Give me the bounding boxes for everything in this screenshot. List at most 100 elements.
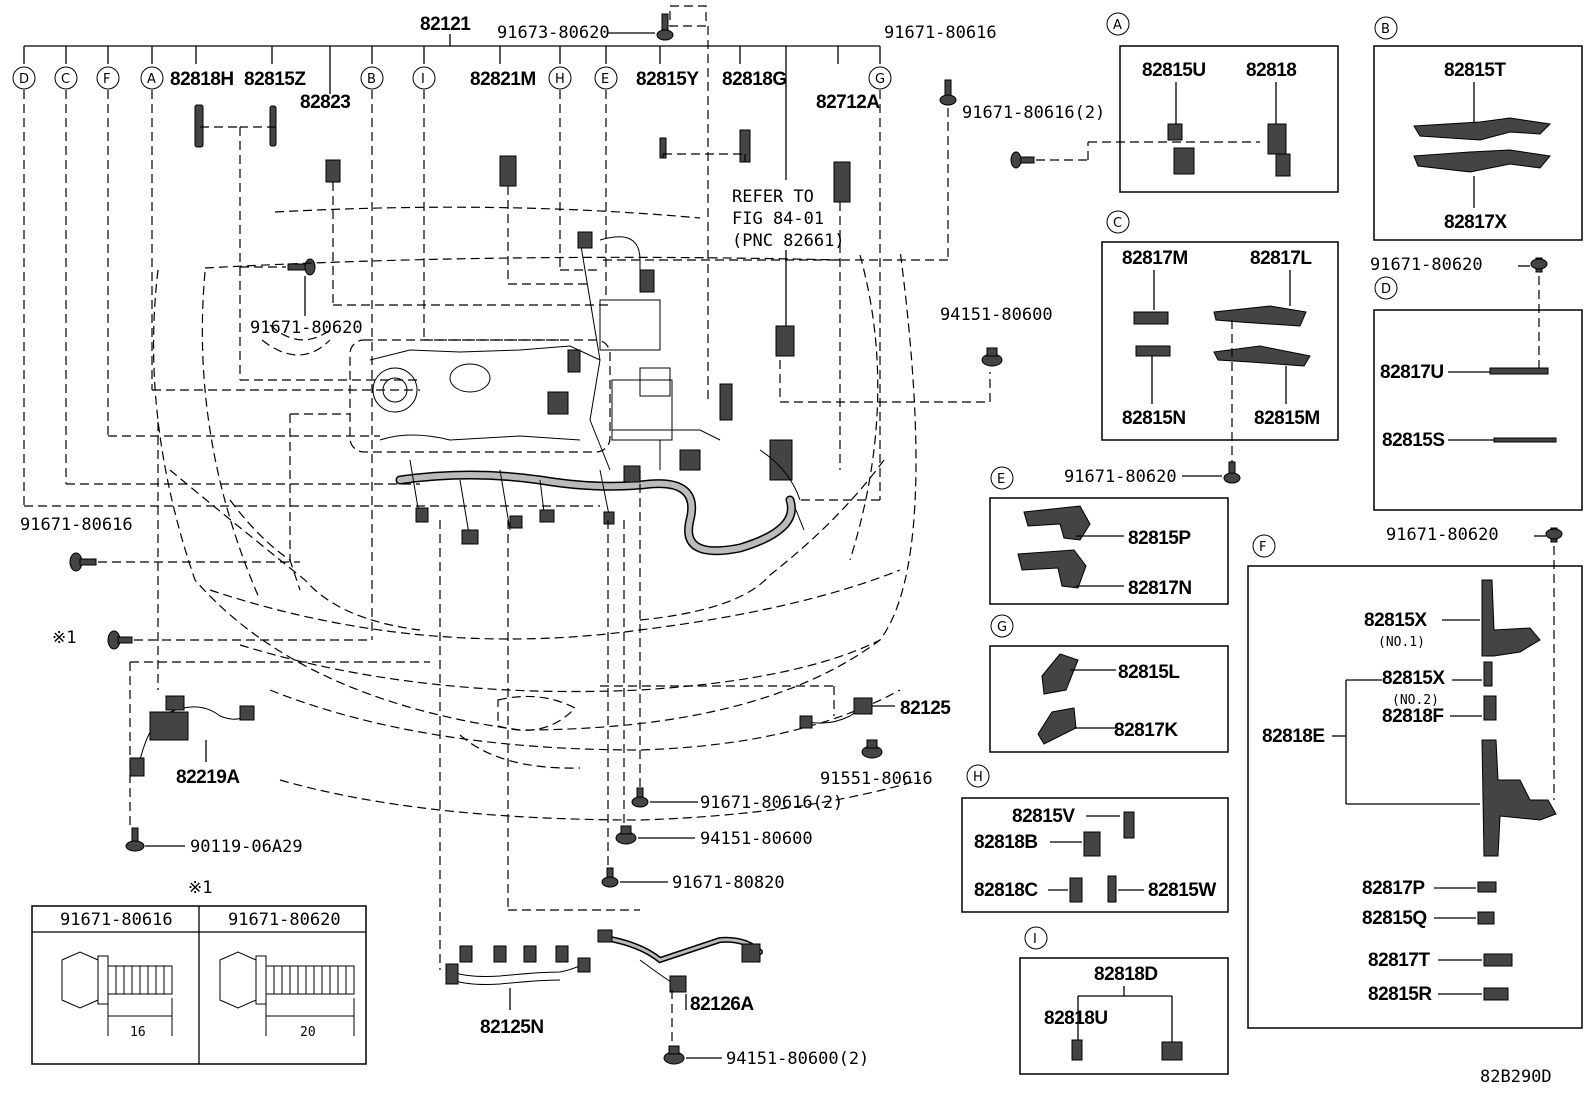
harness-82219A	[129, 695, 255, 777]
callout-i: I	[412, 66, 436, 90]
note-marker: ※1	[52, 628, 76, 648]
callout-c: C	[54, 66, 78, 90]
main-bracket	[23, 34, 881, 180]
svg-text:82815X: 82815X	[1364, 610, 1427, 631]
svg-text:82815R: 82815R	[1368, 984, 1432, 1005]
svg-text:82815P: 82815P	[1128, 528, 1191, 549]
label-82712A: 82712A	[816, 92, 880, 113]
svg-text:H: H	[555, 72, 565, 87]
bolt-icon	[1010, 151, 1035, 169]
label-91671-80616-2-lower: 91671-80616(2)	[700, 793, 843, 813]
bolt-icon	[287, 258, 316, 276]
label-91671-80616-top: 91671-80616	[884, 23, 997, 43]
bolt-icon	[125, 827, 145, 852]
svg-text:82815N: 82815N	[1122, 408, 1186, 429]
callout-e: E	[594, 66, 618, 90]
connector-icon	[499, 155, 517, 187]
bolt-diagram-20	[219, 951, 355, 1036]
bolt-diagram-16	[61, 951, 173, 1036]
detail-A: A 82815U 82818	[1106, 12, 1339, 193]
svg-text:82817M: 82817M	[1122, 248, 1188, 269]
svg-text:I: I	[1033, 932, 1037, 947]
label-82125: 82125	[900, 698, 951, 719]
detail-E: E 82815P 82817N	[989, 466, 1229, 605]
label-82815Z: 82815Z	[244, 69, 306, 90]
svg-text:F: F	[1259, 540, 1266, 555]
bolt-icon	[939, 79, 957, 106]
label-82818G: 82818G	[722, 69, 787, 90]
detail-G: G 82815L 82817K	[989, 614, 1229, 753]
label-94151-80600-lower: 94151-80600	[700, 829, 813, 849]
label-90119-06A29: 90119-06A29	[190, 837, 303, 857]
svg-text:C: C	[61, 72, 70, 87]
svg-text:20: 20	[300, 1025, 316, 1040]
label-82818H: 82818H	[170, 69, 234, 90]
svg-text:82818: 82818	[1246, 60, 1296, 81]
callout-b: B	[360, 66, 384, 90]
bolt-icon	[107, 630, 133, 650]
label-91671-80820: 91671-80820	[672, 873, 785, 893]
svg-text:B: B	[1381, 22, 1390, 37]
svg-text:82818B: 82818B	[974, 832, 1038, 853]
engine-bay	[349, 231, 805, 556]
connector-icon	[833, 161, 851, 203]
callout-d: D	[12, 66, 36, 90]
label-82823: 82823	[300, 92, 350, 113]
svg-text:F: F	[103, 72, 110, 87]
label-82815Y: 82815Y	[636, 69, 699, 90]
nut-icon	[615, 825, 637, 845]
bolt-icon	[656, 13, 674, 41]
svg-text:(NO.2): (NO.2)	[1392, 693, 1439, 708]
svg-text:82817U: 82817U	[1380, 362, 1444, 383]
label-94151-80600-right: 94151-80600	[940, 305, 1053, 325]
nut-icon	[981, 347, 1003, 367]
svg-text:B: B	[367, 72, 376, 87]
label-91671-80620-mid: 91671-80620	[250, 318, 363, 338]
svg-text:82817K: 82817K	[1114, 720, 1178, 741]
refer-note-line3: (PNC 82661)	[732, 231, 845, 251]
label-91551-80616: 91551-80616	[820, 769, 933, 789]
callout-f: F	[96, 66, 120, 90]
figure-ref-code: 82B290D	[1480, 1067, 1552, 1087]
label-91671-80616-2: 91671-80616(2)	[962, 103, 1105, 123]
svg-text:82817L: 82817L	[1250, 248, 1312, 269]
svg-text:82817T: 82817T	[1368, 950, 1430, 971]
detail-B: B 82815T 82817X	[1373, 16, 1583, 241]
bolt-icon	[631, 787, 649, 808]
svg-text:(NO.1): (NO.1)	[1378, 635, 1425, 650]
svg-text:91671-80620: 91671-80620	[228, 910, 341, 930]
svg-text:82818E: 82818E	[1262, 726, 1325, 747]
label-82219A: 82219A	[176, 767, 240, 788]
connector-icon	[325, 159, 341, 183]
svg-text:82815W: 82815W	[1148, 880, 1216, 901]
svg-text:82815M: 82815M	[1254, 408, 1320, 429]
svg-text:82815L: 82815L	[1118, 662, 1180, 683]
svg-text:I: I	[421, 72, 425, 87]
svg-text:A: A	[147, 72, 156, 87]
harness-82126A	[597, 929, 763, 993]
svg-text:D: D	[19, 72, 29, 87]
main-assembly-label: 82121	[420, 14, 471, 35]
callout-g: G	[868, 66, 892, 90]
refer-note-line1: REFER TO	[732, 187, 814, 207]
detail-F: F 82815X (NO.1) 82815X (NO.2) 82818F 828…	[1247, 534, 1583, 1029]
svg-text:※1: ※1	[188, 878, 212, 898]
note-table: ※1 91671-80616 91671-80620 16	[31, 878, 367, 1065]
bolt-icon	[69, 552, 97, 572]
svg-text:16: 16	[130, 1025, 146, 1040]
svg-text:82817X: 82817X	[1444, 212, 1507, 233]
svg-text:G: G	[875, 72, 885, 87]
svg-text:91671-80616: 91671-80616	[60, 910, 173, 930]
harness-82125N	[445, 945, 591, 985]
harness-82125	[799, 697, 873, 729]
svg-text:E: E	[997, 472, 1005, 487]
label-91673-80620: 91673-80620	[497, 23, 610, 43]
bolt-icon	[1223, 461, 1241, 484]
svg-text:82815Q: 82815Q	[1362, 908, 1427, 929]
svg-text:82815V: 82815V	[1012, 806, 1075, 827]
svg-text:82815T: 82815T	[1444, 60, 1506, 81]
label-91671-80616-left: 91671-80616	[20, 515, 133, 535]
connector-icon	[775, 325, 795, 357]
